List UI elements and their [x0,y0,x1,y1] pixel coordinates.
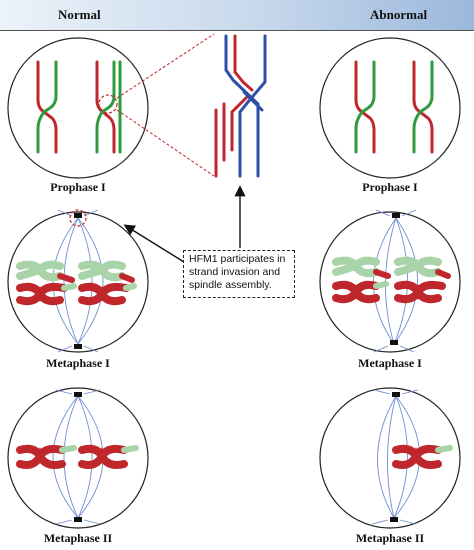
spindle-pole-bottom-left-m2 [74,517,82,522]
abnormal-column-label: Abnormal [370,7,428,22]
hfm1-callout-box: HFM1 participates in strand invasion and… [183,250,295,298]
prophase-cell-right [319,37,461,179]
column-header-bar: Normal Abnormal [0,0,474,31]
crossover-highlight-circle [98,94,118,114]
stage-label-metaphase2-left: Metaphase II [43,531,113,545]
stage-label-metaphase2-right: Metaphase II [355,531,425,545]
metaphase1-cell-left [7,211,149,353]
hfm1-callout-text: HFM1 participates in strand invasion and… [189,253,286,291]
spindle-pole-top-left-m1 [74,213,82,218]
zoom-line-top [116,33,215,99]
bivalents-right-m1 [332,256,451,304]
spindle-pole-top-right-m1 [392,213,400,218]
sister-chromatids-right-m2 [392,444,453,469]
stage-label-metaphase1-right: Metaphase I [358,356,422,370]
bivalents-left-m1 [16,260,137,306]
spindle-fibers-left-m1 [52,209,104,353]
prophase-cell-left [7,37,149,179]
normal-column-label: Normal [58,7,101,22]
spindle-pole-top-right-m2 [392,392,400,397]
metaphase2-cell-left [7,387,149,529]
spindle-pole-bottom-right-m2 [390,517,398,522]
spindle-pole-bottom-right-m1 [390,340,398,345]
spindle-pole-bottom-left-m1 [74,344,82,349]
metaphase1-cell-right [319,211,461,353]
prophase-chromosomes-right [354,60,434,154]
strand-invasion-detail [214,34,267,178]
zoom-line-bottom [116,109,215,177]
stage-label-metaphase1-left: Metaphase I [46,356,110,370]
prophase-chromosomes-left [36,60,122,154]
spindle-pole-highlight [69,209,87,227]
stage-label-prophase-right: Prophase I [362,180,418,194]
spindle-pole-top-left-m2 [74,392,82,397]
spindle-fibers-left-m2 [52,389,104,525]
stage-label-prophase-left: Prophase I [50,180,106,194]
metaphase2-cell-right [319,387,461,529]
sister-chromatids-left-m2 [16,444,139,469]
arrow-to-spindle-pole [123,224,185,263]
